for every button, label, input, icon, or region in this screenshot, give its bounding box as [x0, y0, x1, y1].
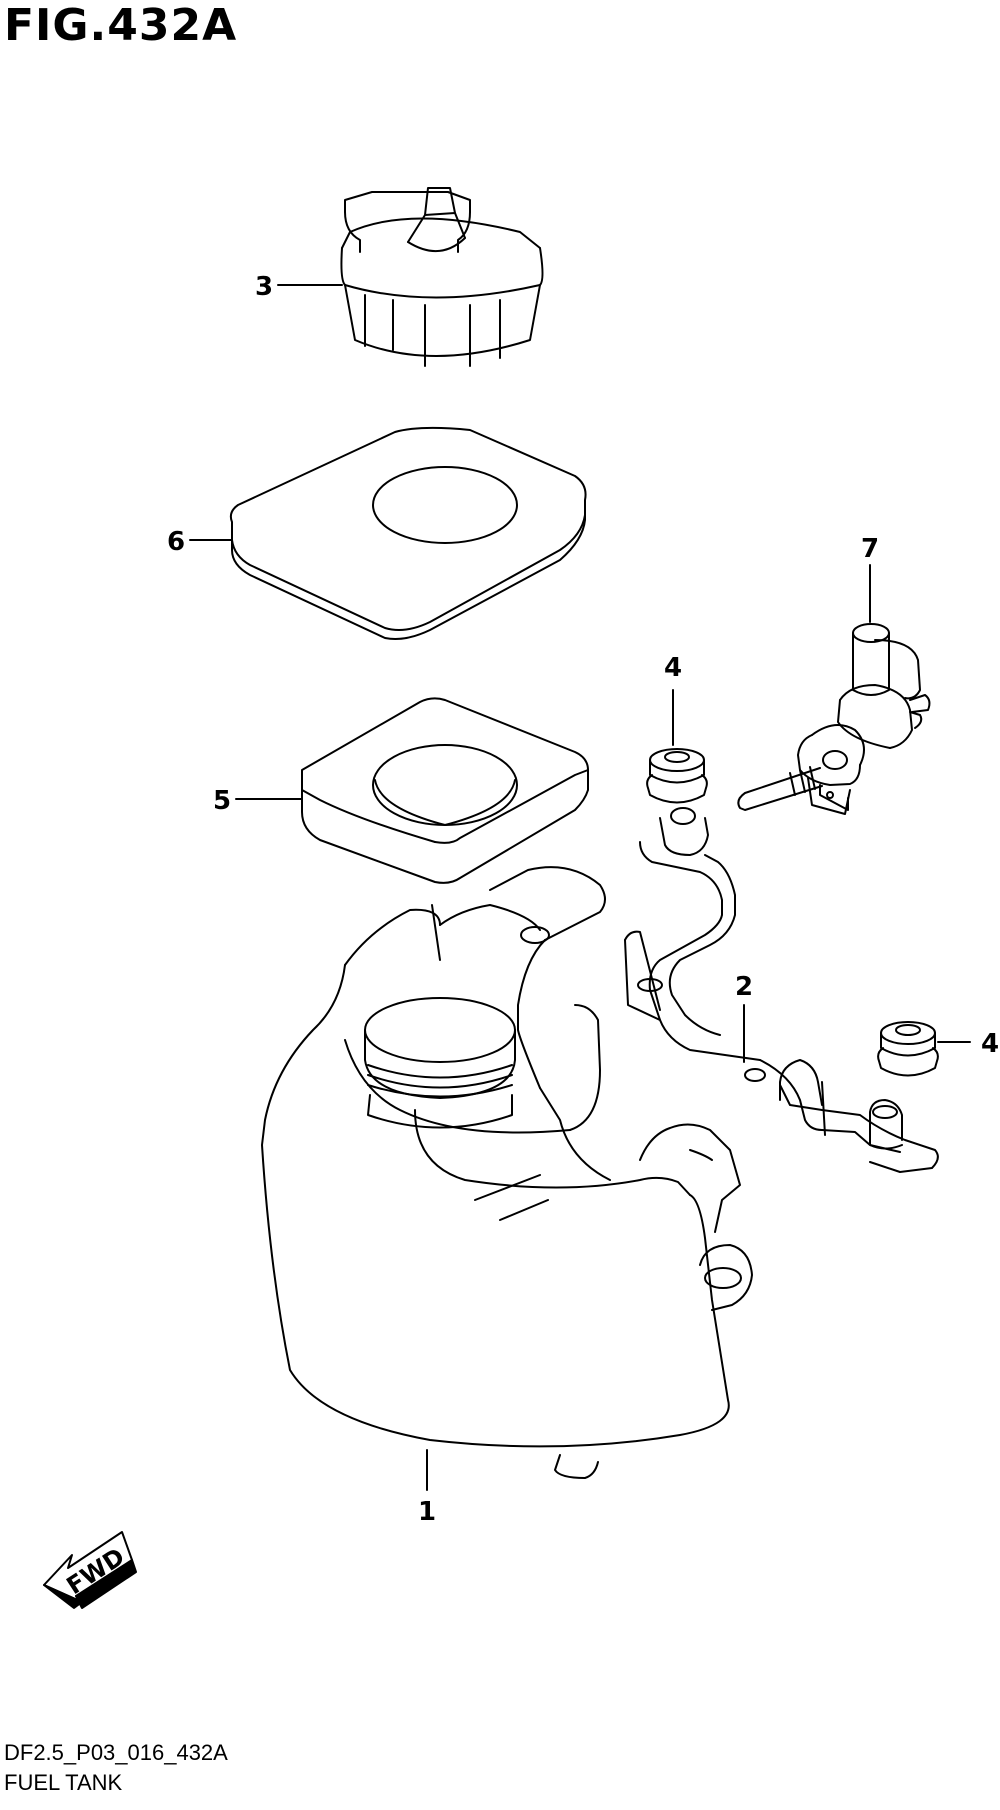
part-foam-pad[interactable] [301, 697, 589, 884]
callout-3: 3 [255, 272, 273, 302]
figure-name: FUEL TANK [4, 1770, 123, 1795]
fwd-direction-badge: FWD [43, 1531, 137, 1609]
part-fuel-valve[interactable] [737, 623, 931, 815]
leader-lines [189, 284, 971, 1491]
figure-code: DF2.5_P03_016_432A [4, 1740, 228, 1765]
callout-2: 2 [735, 972, 753, 1002]
callout-4-upper: 4 [664, 653, 682, 683]
part-grommet-lower[interactable] [877, 1021, 939, 1077]
callout-7: 7 [861, 534, 879, 564]
part-gasket-plate[interactable] [229, 426, 587, 640]
callout-5: 5 [213, 786, 231, 816]
callout-6: 6 [167, 527, 185, 557]
callout-4-lower: 4 [981, 1029, 999, 1059]
part-grommet-upper[interactable] [646, 748, 708, 804]
part-fuel-bracket[interactable] [624, 807, 939, 1173]
callout-labels: 3 6 5 1 4 4 2 7 [167, 272, 999, 1527]
figure-title: FIG.432A [4, 0, 238, 51]
part-fuel-cap[interactable] [340, 187, 544, 367]
callout-1: 1 [418, 1497, 436, 1527]
part-fuel-tank[interactable] [261, 866, 753, 1479]
